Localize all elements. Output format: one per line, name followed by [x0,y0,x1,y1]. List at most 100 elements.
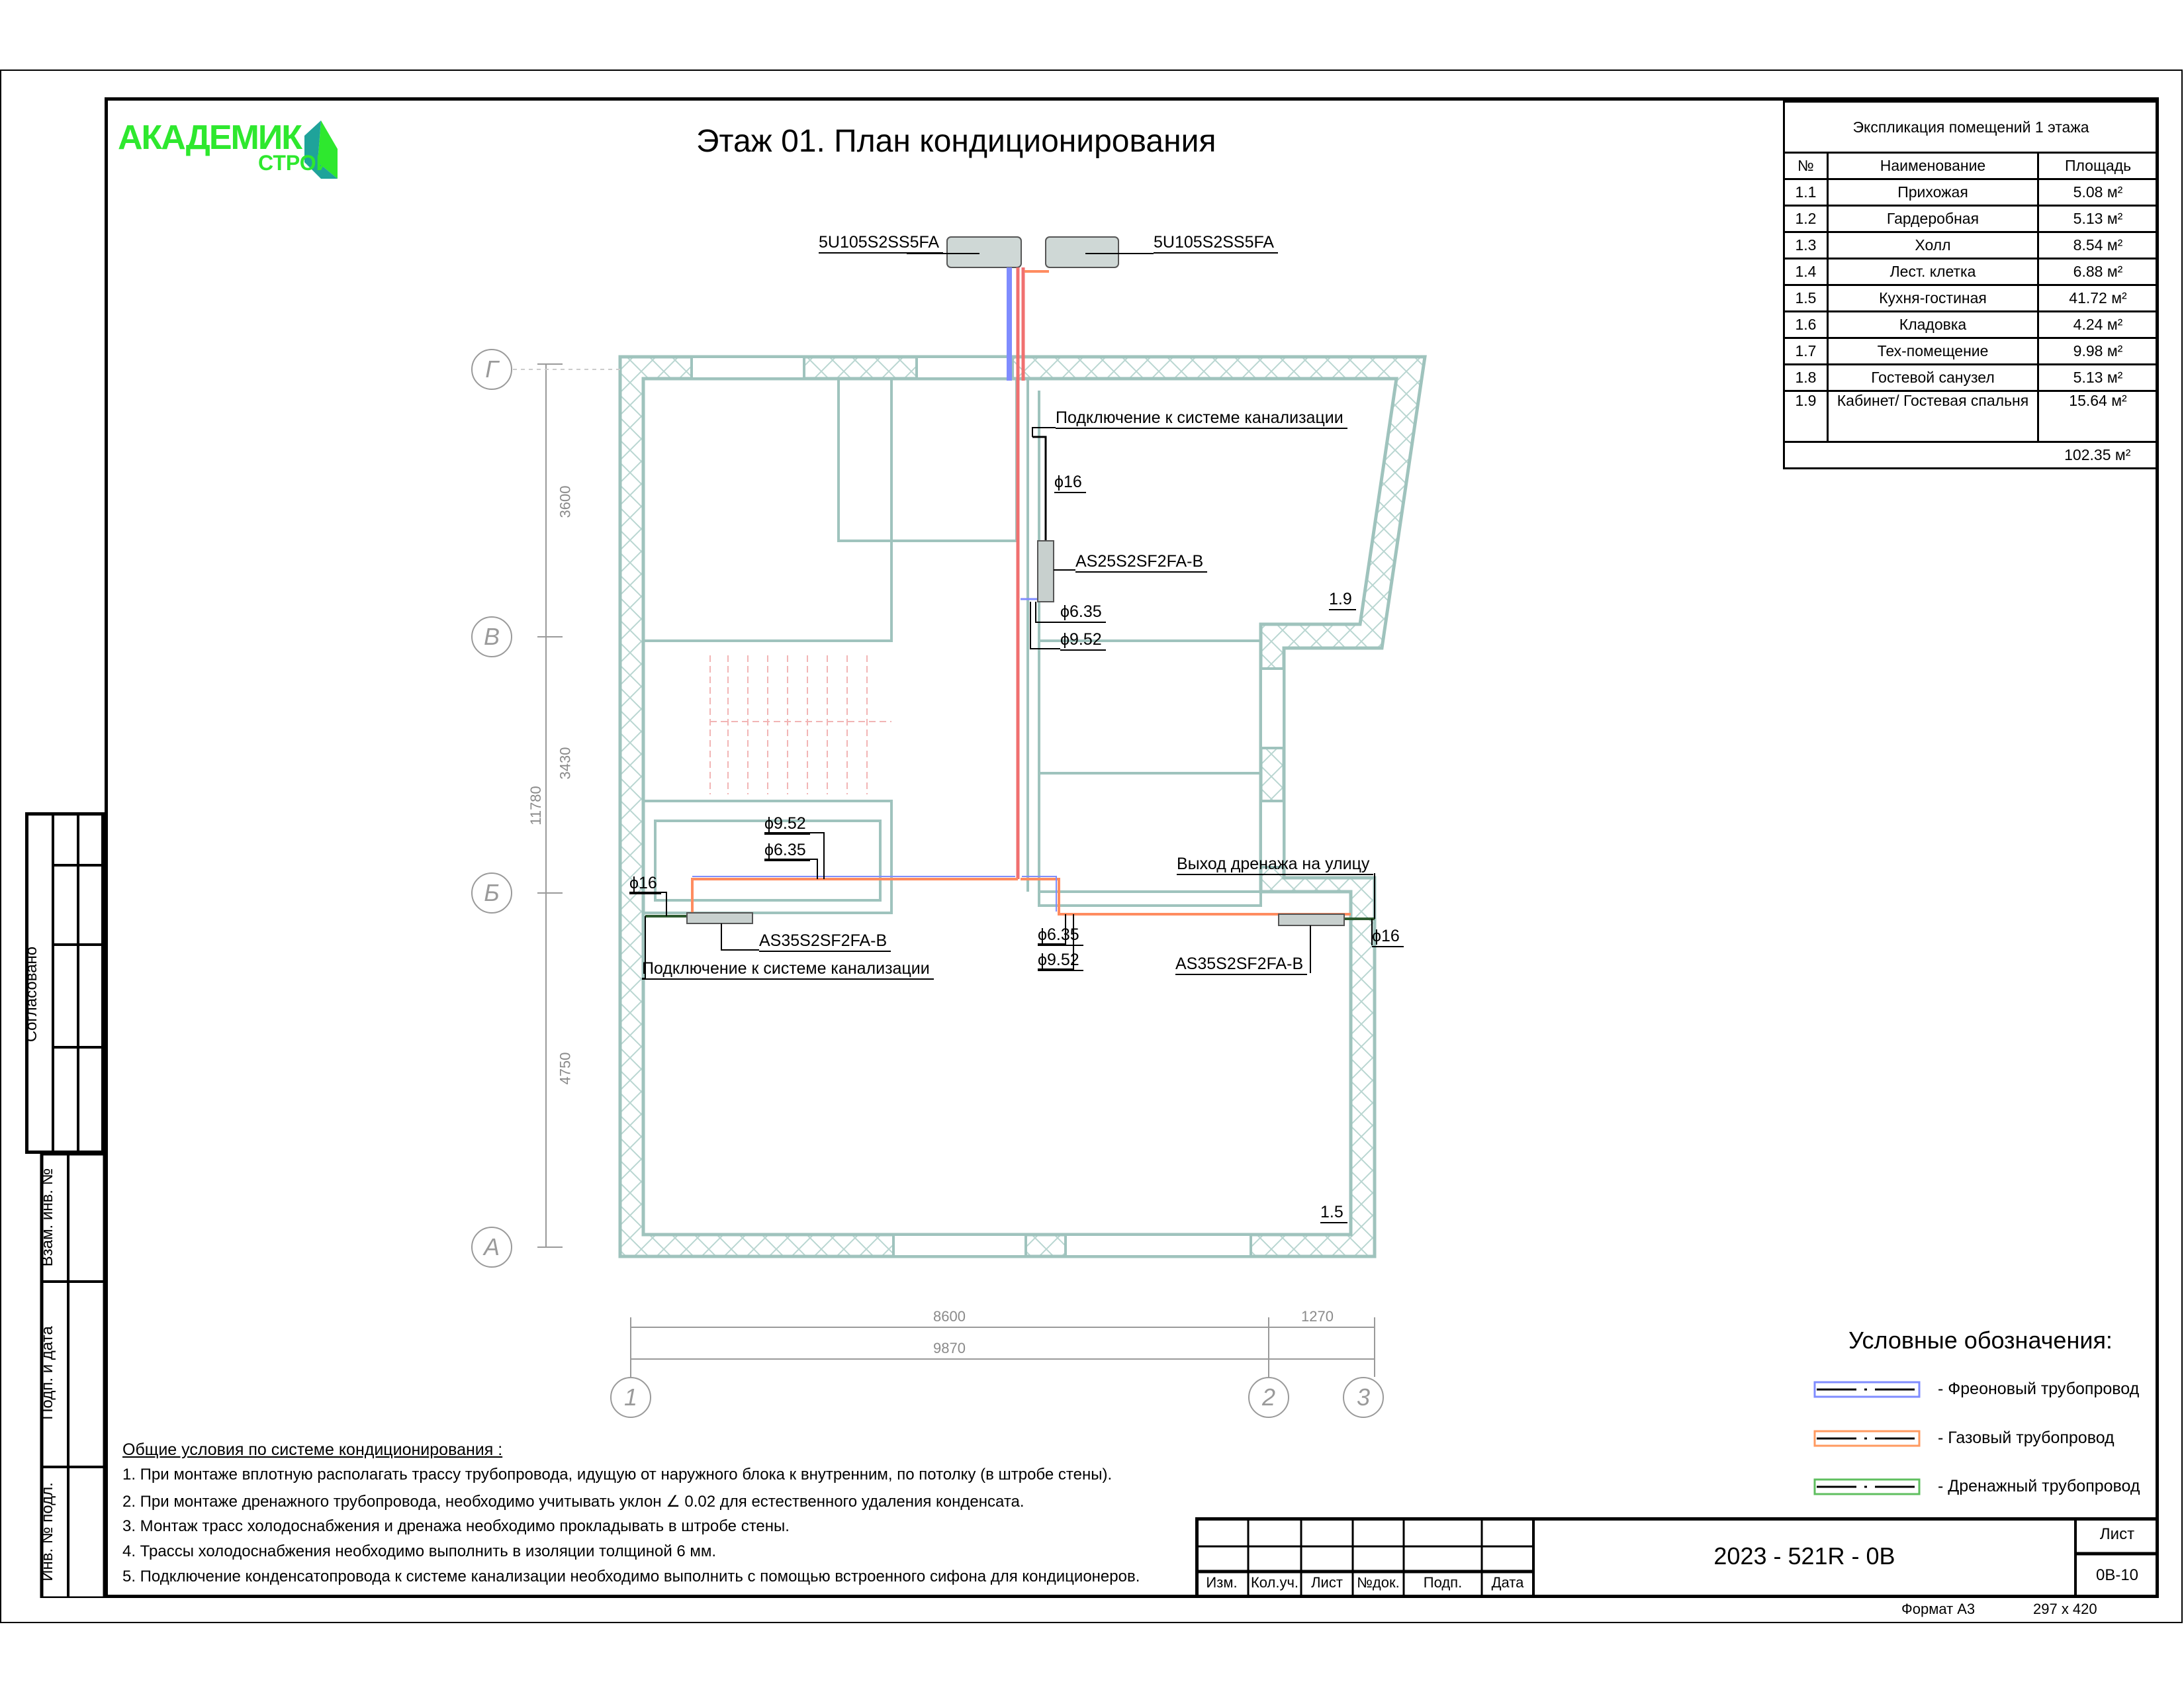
logo-icon [304,120,338,179]
cell-no: 1.8 [1783,363,1829,392]
cell-area: 41.72 м² [2037,284,2159,312]
cell-no: 1.4 [1783,258,1829,286]
side-stamp-grid [40,812,105,1598]
indoor-unit-label-left: AS35S2SF2FA-B [759,931,891,952]
diameter-label: ϕ16 [629,873,661,894]
cell-no: 1.7 [1783,337,1829,365]
cell-name: Гардеробная [1827,205,2039,233]
axis-bubble-row: А [471,1227,512,1268]
dimension-horizontal: 8600 [933,1308,966,1325]
indoor-unit-label-right: AS35S2SF2FA-B [1175,954,1308,975]
header-date: Дата [1491,1574,1524,1591]
legend-item-gas: - Газовый трубопровод [1938,1429,2115,1447]
axis-bubble-col: 2 [1248,1377,1289,1418]
table-title: Экспликация помещений 1 этажа [1783,101,2159,154]
axis-bubble-row: Б [471,872,512,914]
note-item: 3. Монтаж трасс холодоснабжения и дренаж… [122,1517,790,1535]
outdoor-units [946,236,1119,268]
cell-area: 6.88 м² [2037,258,2159,286]
windows [690,355,1285,1258]
format-size: 297 x 420 [2033,1601,2097,1617]
legend-item-freon: - Фреоновый трубопровод [1938,1380,2140,1398]
note-item: 2. При монтаже дренажного трубопровода, … [122,1493,1024,1511]
stairs [709,655,891,794]
header-sign: Подп. [1423,1574,1463,1591]
page-title: Этаж 01. План кондиционирования [696,124,1216,159]
header-no: № [1783,152,1829,180]
exterior-walls [618,355,1427,1258]
title-block-headers: Изм. Кол.уч. Лист №док. Подп. Дата [1195,1574,1533,1591]
legend-item-drain: - Дренажный трубопровод [1938,1477,2140,1495]
diameter-label: ϕ16 [1372,926,1404,947]
room-explication-table: Экспликация помещений 1 этажа № Наименов… [1783,101,2159,469]
diameter-label: ϕ6.35 [1038,925,1083,946]
total-area: 102.35 м² [2038,441,2159,469]
header-name: Наименование [1827,152,2039,180]
cell-no: 1.1 [1783,178,1829,207]
side-label-inv-orig: Инв. № подл. [38,1482,56,1581]
side-label-agreed: Согласовано [23,946,40,1043]
title-block-grid [1195,1517,2159,1598]
header-izm: Изм. [1206,1574,1238,1591]
cell-no: 1.9 [1783,390,1829,443]
document-code: 2023 - 521R - 0B [1713,1542,1895,1570]
pipes [645,267,1375,920]
diameter-label: ϕ9.52 [1060,630,1106,651]
dimension-total-horizontal: 9870 [933,1340,966,1356]
title-block [1195,1517,2159,1598]
sewer-connection-label-bottom: Подключение к системе канализации [642,959,934,980]
note-item: 1. При монтаже вплотную располагать трас… [122,1466,1113,1483]
legend-title: Условные обозначения: [1848,1327,2113,1354]
header-kol: Кол.уч. [1250,1574,1299,1591]
header-area: Площадь [2037,152,2159,180]
cell-no: 1.3 [1783,231,1829,259]
cell-name: Тех-помещение [1827,337,2039,365]
table-header-row: № Наименование Площадь [1783,152,2159,180]
sheet-label: Лист [2099,1525,2135,1543]
cell-no: 1.2 [1783,205,1829,233]
indoor-unit-label-top: AS25S2SF2FA-B [1075,551,1208,573]
cell-name: Холл [1827,231,2039,259]
outdoor-unit-label-left: 5U105S2SS5FA [819,232,944,254]
cell-area: 9.98 м² [2037,337,2159,365]
axis-bubble-col: 3 [1343,1377,1384,1418]
note-item: 5. Подключение конденсатопровода к систе… [122,1568,1140,1585]
dimension-total-vertical: 11780 [527,786,544,825]
cell-area: 5.08 м² [2037,178,2159,207]
diameter-label: ϕ16 [1054,472,1086,493]
room-number-1-5: 1.5 [1320,1202,1347,1223]
side-label-sign-date: Подп. и дата [38,1326,56,1420]
cell-area: 5.13 м² [2037,363,2159,392]
cell-name: Кухня-гостиная [1827,284,2039,312]
sheet-outer-border [0,70,2183,1623]
dimension-horizontal: 1270 [1301,1308,1334,1325]
legend-swatches [1813,1381,1921,1495]
axis-bubble-row: В [471,616,512,657]
diameter-label: ϕ6.35 [764,840,810,861]
axis-bubble-row: Г [471,349,512,390]
dimension-lines [513,363,1375,1377]
axis-bubble-col: 1 [610,1377,651,1418]
cell-no: 1.5 [1783,284,1829,312]
cell-name: Кабинет/ Гостевая спальня [1827,390,2039,443]
cell-area: 5.13 м² [2037,205,2159,233]
format-label: Формат А3 [1901,1601,1976,1617]
cell-area: 4.24 м² [2037,310,2159,339]
drain-outlet-label: Выход дренажа на улицу [1177,854,1374,875]
header-list: Лист [1311,1574,1343,1591]
dimension-vertical: 3600 [557,485,574,518]
cell-name: Кладовка [1827,310,2039,339]
logo-text: АКАДЕМИК [118,118,302,157]
cell-no: 1.6 [1783,310,1829,339]
header-doc: №док. [1357,1574,1400,1591]
cell-name: Гостевой санузел [1827,363,2039,392]
sewer-connection-label-top: Подключение к системе канализации [1056,408,1347,429]
cell-area: 8.54 м² [2037,231,2159,259]
